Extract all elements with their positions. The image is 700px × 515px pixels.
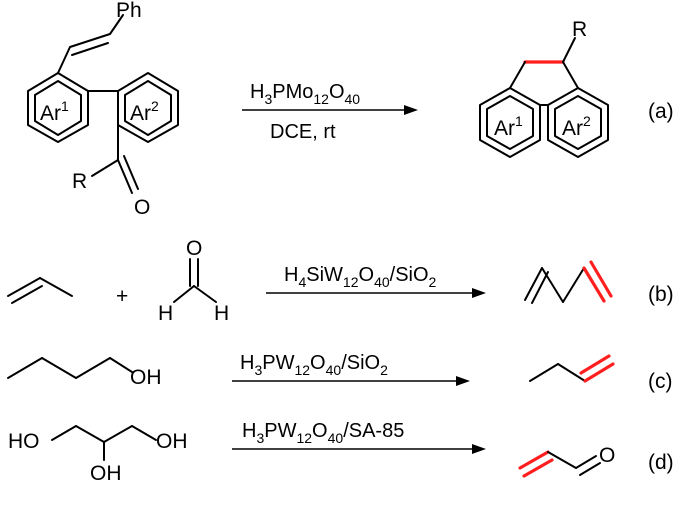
tag-d: (d) <box>648 451 674 474</box>
r-label-substrate: R <box>72 170 87 193</box>
conditions-a: DCE, rt <box>270 121 336 143</box>
reaction-d: HO OH OH H3PW12O40/SA-85 O (d) <box>8 420 674 485</box>
arrow-b <box>266 288 486 298</box>
catalyst-d: H3PW12O40/SA-85 <box>242 420 404 446</box>
product-ar2-label: Ar2 <box>562 113 591 140</box>
tag-a: (a) <box>648 100 674 123</box>
glycerol: HO OH OH <box>8 425 188 485</box>
hydroxyl-label-c: OH <box>130 366 162 389</box>
product-a: R Ar1 Ar2 <box>479 18 609 158</box>
product-ar1-label: Ar1 <box>494 113 523 140</box>
substrate-a: Ph Ar1 Ar2 R O <box>27 0 179 219</box>
formaldehyde-h-left: H <box>158 302 173 325</box>
acrolein: O <box>518 444 615 478</box>
catalyst-b: H4SiW12O40/SiO2 <box>284 264 437 290</box>
arrow-d <box>232 444 486 454</box>
butanol: OH <box>7 357 162 389</box>
hydroxyl-label-1: HO <box>8 430 40 453</box>
ar2-label: Ar2 <box>130 98 159 125</box>
tag-c: (c) <box>648 370 673 393</box>
reaction-b: + O H H H4SiW12O40/SiO2 (b) <box>7 237 674 325</box>
aldehyde-oxygen: O <box>599 444 615 467</box>
catalyst-a: H3PMo12O40 <box>250 81 360 107</box>
formaldehyde: O H H <box>158 237 229 325</box>
phenyl-label: Ph <box>116 0 142 22</box>
arrow-c <box>232 376 470 386</box>
hydroxyl-label-3: OH <box>156 430 188 453</box>
formaldehyde-h-right: H <box>214 302 229 325</box>
oxygen-label: O <box>134 196 150 219</box>
plus-sign: + <box>116 285 128 308</box>
reaction-c: OH H3PW12O40/SiO2 (c) <box>7 352 673 393</box>
hydroxyl-label-2: OH <box>90 462 122 485</box>
butadiene <box>524 260 613 304</box>
ar1-label: Ar1 <box>40 98 69 125</box>
reaction-a: Ph Ar1 Ar2 R O H3PMo12O40 DCE, rt <box>27 0 674 219</box>
r-label-product: R <box>572 18 587 41</box>
butene <box>529 354 615 383</box>
catalyst-c: H3PW12O40/SiO2 <box>240 352 388 378</box>
tag-b: (b) <box>648 283 674 306</box>
propene <box>7 277 73 304</box>
arrow-a <box>242 105 418 115</box>
formaldehyde-oxygen: O <box>186 237 202 260</box>
